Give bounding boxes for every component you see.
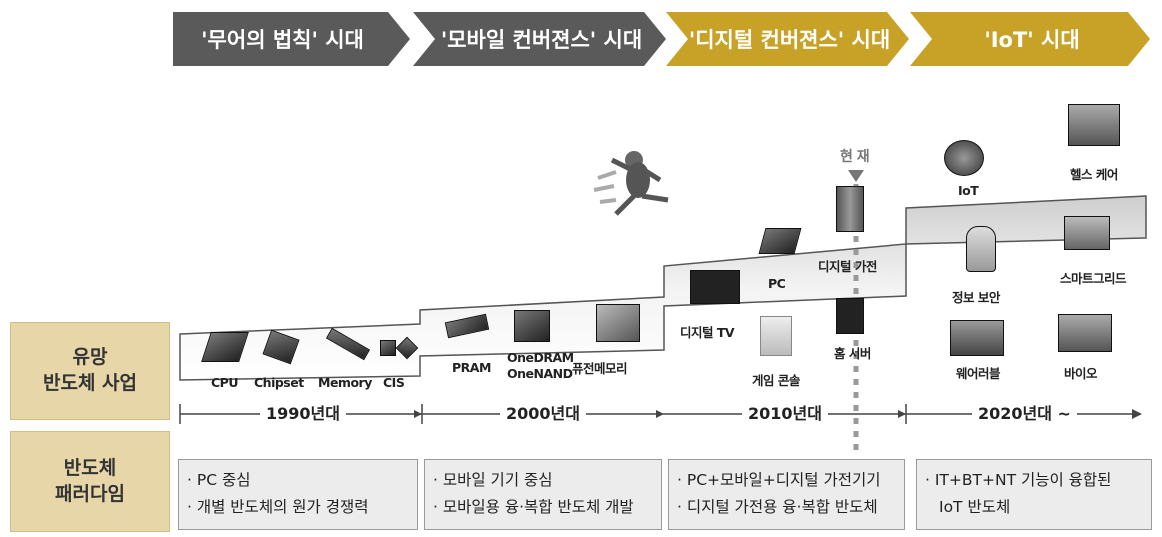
- paradigm-box-1990s: · PC 중심 · 개별 반도체의 원가 경쟁력: [178, 459, 418, 530]
- onedram-icon: [514, 310, 550, 342]
- product-label: 디지털 가전: [818, 259, 877, 274]
- fridge-icon: [836, 186, 864, 232]
- bio-photo: [1058, 314, 1112, 352]
- product-label: PRAM: [452, 360, 491, 375]
- timeline-arrowhead: [898, 410, 906, 418]
- product-label: OneDRAM: [507, 350, 574, 365]
- product-label: PC: [768, 276, 786, 291]
- product-label: Chipset: [254, 375, 304, 390]
- paradigm-box-2010s: · PC+모바일+디지털 가전기기 · 디지털 가전용 융·복합 반도체: [668, 459, 905, 530]
- lock-icon: [966, 226, 996, 272]
- decade-label: 1990년대: [260, 400, 346, 424]
- product-label: CIS: [383, 375, 405, 390]
- product-label: OneNAND: [507, 366, 573, 381]
- era-mobile: '모바일 컨버젼스' 시대: [413, 12, 666, 66]
- product-label: IoT: [958, 183, 979, 198]
- now-marker-arrow: [848, 170, 864, 182]
- cis-icon: [380, 340, 396, 356]
- stair-steps: [179, 195, 1147, 381]
- row-label-business: 유망 반도체 사업: [10, 322, 170, 420]
- row-label-paradigm: 반도체 패러다임: [10, 431, 170, 532]
- paradigm-box-2000s: · 모바일 기기 중심 · 모바일용 융·복합 반도체 개발: [424, 459, 662, 530]
- product-label: CPU: [211, 375, 239, 390]
- era-iot: 'IoT' 시대: [910, 12, 1150, 66]
- timeline-arrowhead: [1132, 409, 1142, 419]
- product-label: 웨어러블: [956, 366, 1001, 381]
- era-digital: '디지털 컨버젼스' 시대: [666, 12, 909, 66]
- fusion-memory-icon: [596, 304, 640, 342]
- decade-label: 2010년대: [742, 400, 828, 424]
- paradigm-box-2020s: · IT+BT+NT 기능이 융합된 IoT 반도체: [916, 459, 1152, 530]
- product-label: 헬스 케어: [1070, 167, 1118, 182]
- product-label: 스마트그리드: [1060, 271, 1127, 286]
- product-label: 바이오: [1064, 366, 1098, 381]
- wearable-photo: [950, 320, 1004, 356]
- timeline-arrowhead: [414, 410, 422, 418]
- decade-label: 2020년대 ~: [972, 400, 1077, 424]
- product-label: 게임 콘솔: [752, 373, 800, 388]
- smart-grid-house-icon: [1064, 216, 1110, 250]
- runner-figure: [593, 151, 669, 216]
- product-label: 디지털 TV: [680, 325, 735, 340]
- product-label: Memory: [318, 375, 372, 390]
- home-server-icon: [836, 298, 864, 334]
- game-console-icon: [760, 316, 792, 356]
- now-label: 현 재: [840, 149, 870, 165]
- product-label: 퓨전메모리: [572, 361, 628, 376]
- tv-icon: [690, 270, 740, 304]
- product-label: 정보 보안: [952, 290, 1000, 305]
- health-care-photo: [1068, 104, 1120, 146]
- decade-label: 2000년대: [500, 400, 586, 424]
- laptop-icon: [758, 228, 802, 254]
- product-label: 홈 서버: [834, 346, 871, 361]
- iot-globe-icon: [944, 140, 984, 176]
- era-moore: '무어의 법칙' 시대: [173, 12, 410, 66]
- timeline-arrowhead: [656, 410, 664, 418]
